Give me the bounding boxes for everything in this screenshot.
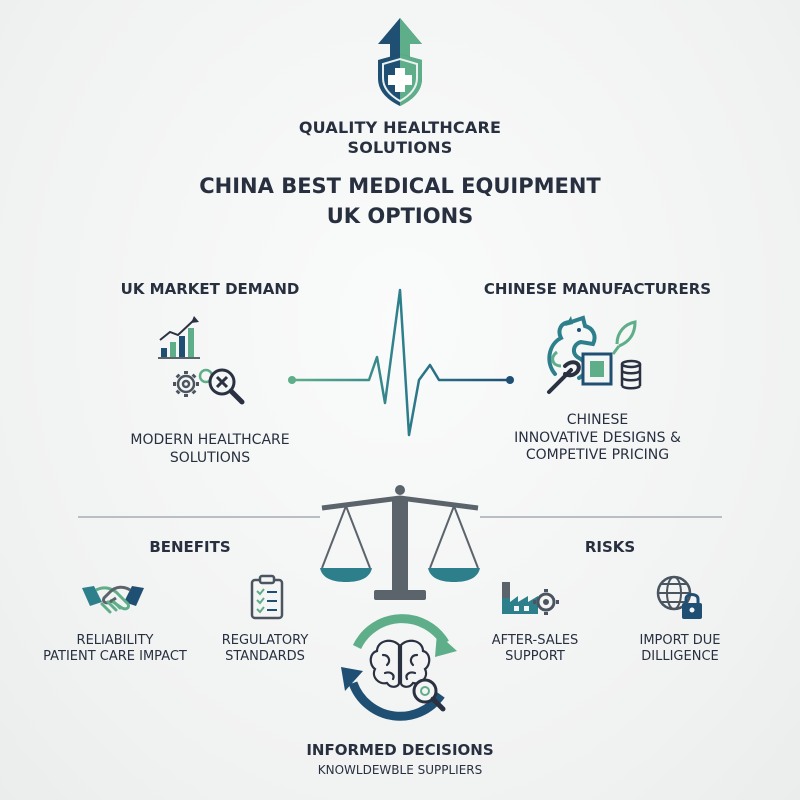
gears-magnifier-icon [173, 368, 245, 405]
page-title: CHINA BEST MEDICAL EQUIPMENT UK OPTIONS [150, 171, 650, 232]
divider-left [78, 516, 320, 518]
risk-line-1: AFTER-SALES [491, 633, 579, 648]
risk-item-after-sales: AFTER-SALES SUPPORT [475, 633, 595, 666]
bar-chart-icon [158, 316, 200, 359]
benefit-line-1: REGULATORY [221, 633, 309, 648]
benefit-line-2: PATIENT CARE IMPACT [43, 649, 187, 665]
risk-item-import: IMPORT DUE DILLIGENCE [620, 633, 740, 666]
globe-lock-icon [656, 575, 702, 619]
caption-line-2: INNOVATIVE DESIGNS & [514, 429, 681, 446]
title-line-1: CHINA BEST MEDICAL EQUIPMENT [199, 174, 601, 198]
benefit-item-regulatory: REGULATORY STANDARDS [195, 633, 335, 666]
dragon-tools-icon [547, 315, 642, 394]
handshake-icon [82, 585, 144, 614]
risk-line-2: DILLIGENCE [641, 649, 719, 665]
benefit-line-1: RELIABILITY [76, 633, 154, 648]
chinese-manufacturers-heading: CHINESE MANUFACTURERS [483, 280, 712, 298]
caption-line-2: SOLUTIONS [169, 449, 251, 466]
heartbeat-line-icon [288, 288, 514, 437]
benefit-line-2: STANDARDS [225, 649, 305, 665]
caption-line-1: CHINESE [566, 412, 629, 428]
brain-cycle-icon [341, 614, 457, 721]
risk-line-2: SUPPORT [505, 649, 565, 665]
tagline: QUALITY HEALTHCARE SOLUTIONS [250, 118, 550, 158]
shield-arrow-icon [378, 18, 422, 106]
benefits-heading: BENEFITS [149, 538, 231, 556]
risks-heading: RISKS [584, 538, 636, 556]
risk-line-1: IMPORT DUE [639, 633, 721, 648]
knowledgeable-suppliers-subtitle: KNOWLDEWBLE SUPPLIERS [317, 763, 483, 777]
caption-line-3: COMPETIVE PRICING [525, 447, 670, 463]
title-line-2: UK OPTIONS [326, 204, 474, 229]
benefit-item-reliability: RELIABILITY PATIENT CARE IMPACT [40, 633, 190, 666]
tagline-line-1: QUALITY HEALTHCARE [298, 118, 502, 137]
modern-healthcare-caption: MODERN HEALTHCARE SOLUTIONS [90, 432, 330, 467]
tagline-line-2: SOLUTIONS [347, 138, 453, 157]
chinese-innovation-caption: CHINESE INNOVATIVE DESIGNS & COMPETIVE P… [470, 412, 725, 465]
balance-scale-icon [320, 485, 480, 600]
factory-gear-icon [502, 582, 559, 615]
caption-line-1: MODERN HEALTHCARE [130, 432, 290, 448]
informed-decisions-title: INFORMED DECISIONS [306, 741, 494, 759]
uk-market-demand-heading: UK MARKET DEMAND [120, 280, 300, 298]
checklist-icon [250, 574, 284, 620]
divider-right [480, 516, 722, 518]
